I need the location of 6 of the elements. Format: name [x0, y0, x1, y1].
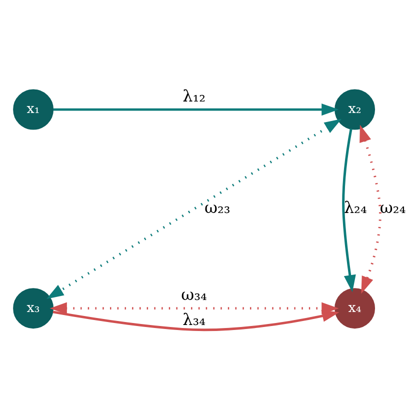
edge-label: ω₂₃ — [204, 198, 230, 218]
edge-label: λ₂₄ — [344, 198, 367, 218]
edge-label: ω₂₄ — [380, 198, 406, 218]
edge-label: ω₃₄ — [181, 285, 207, 304]
edge-label: λ₁₂ — [182, 86, 206, 106]
edge-label: λ₃₄ — [182, 310, 206, 329]
